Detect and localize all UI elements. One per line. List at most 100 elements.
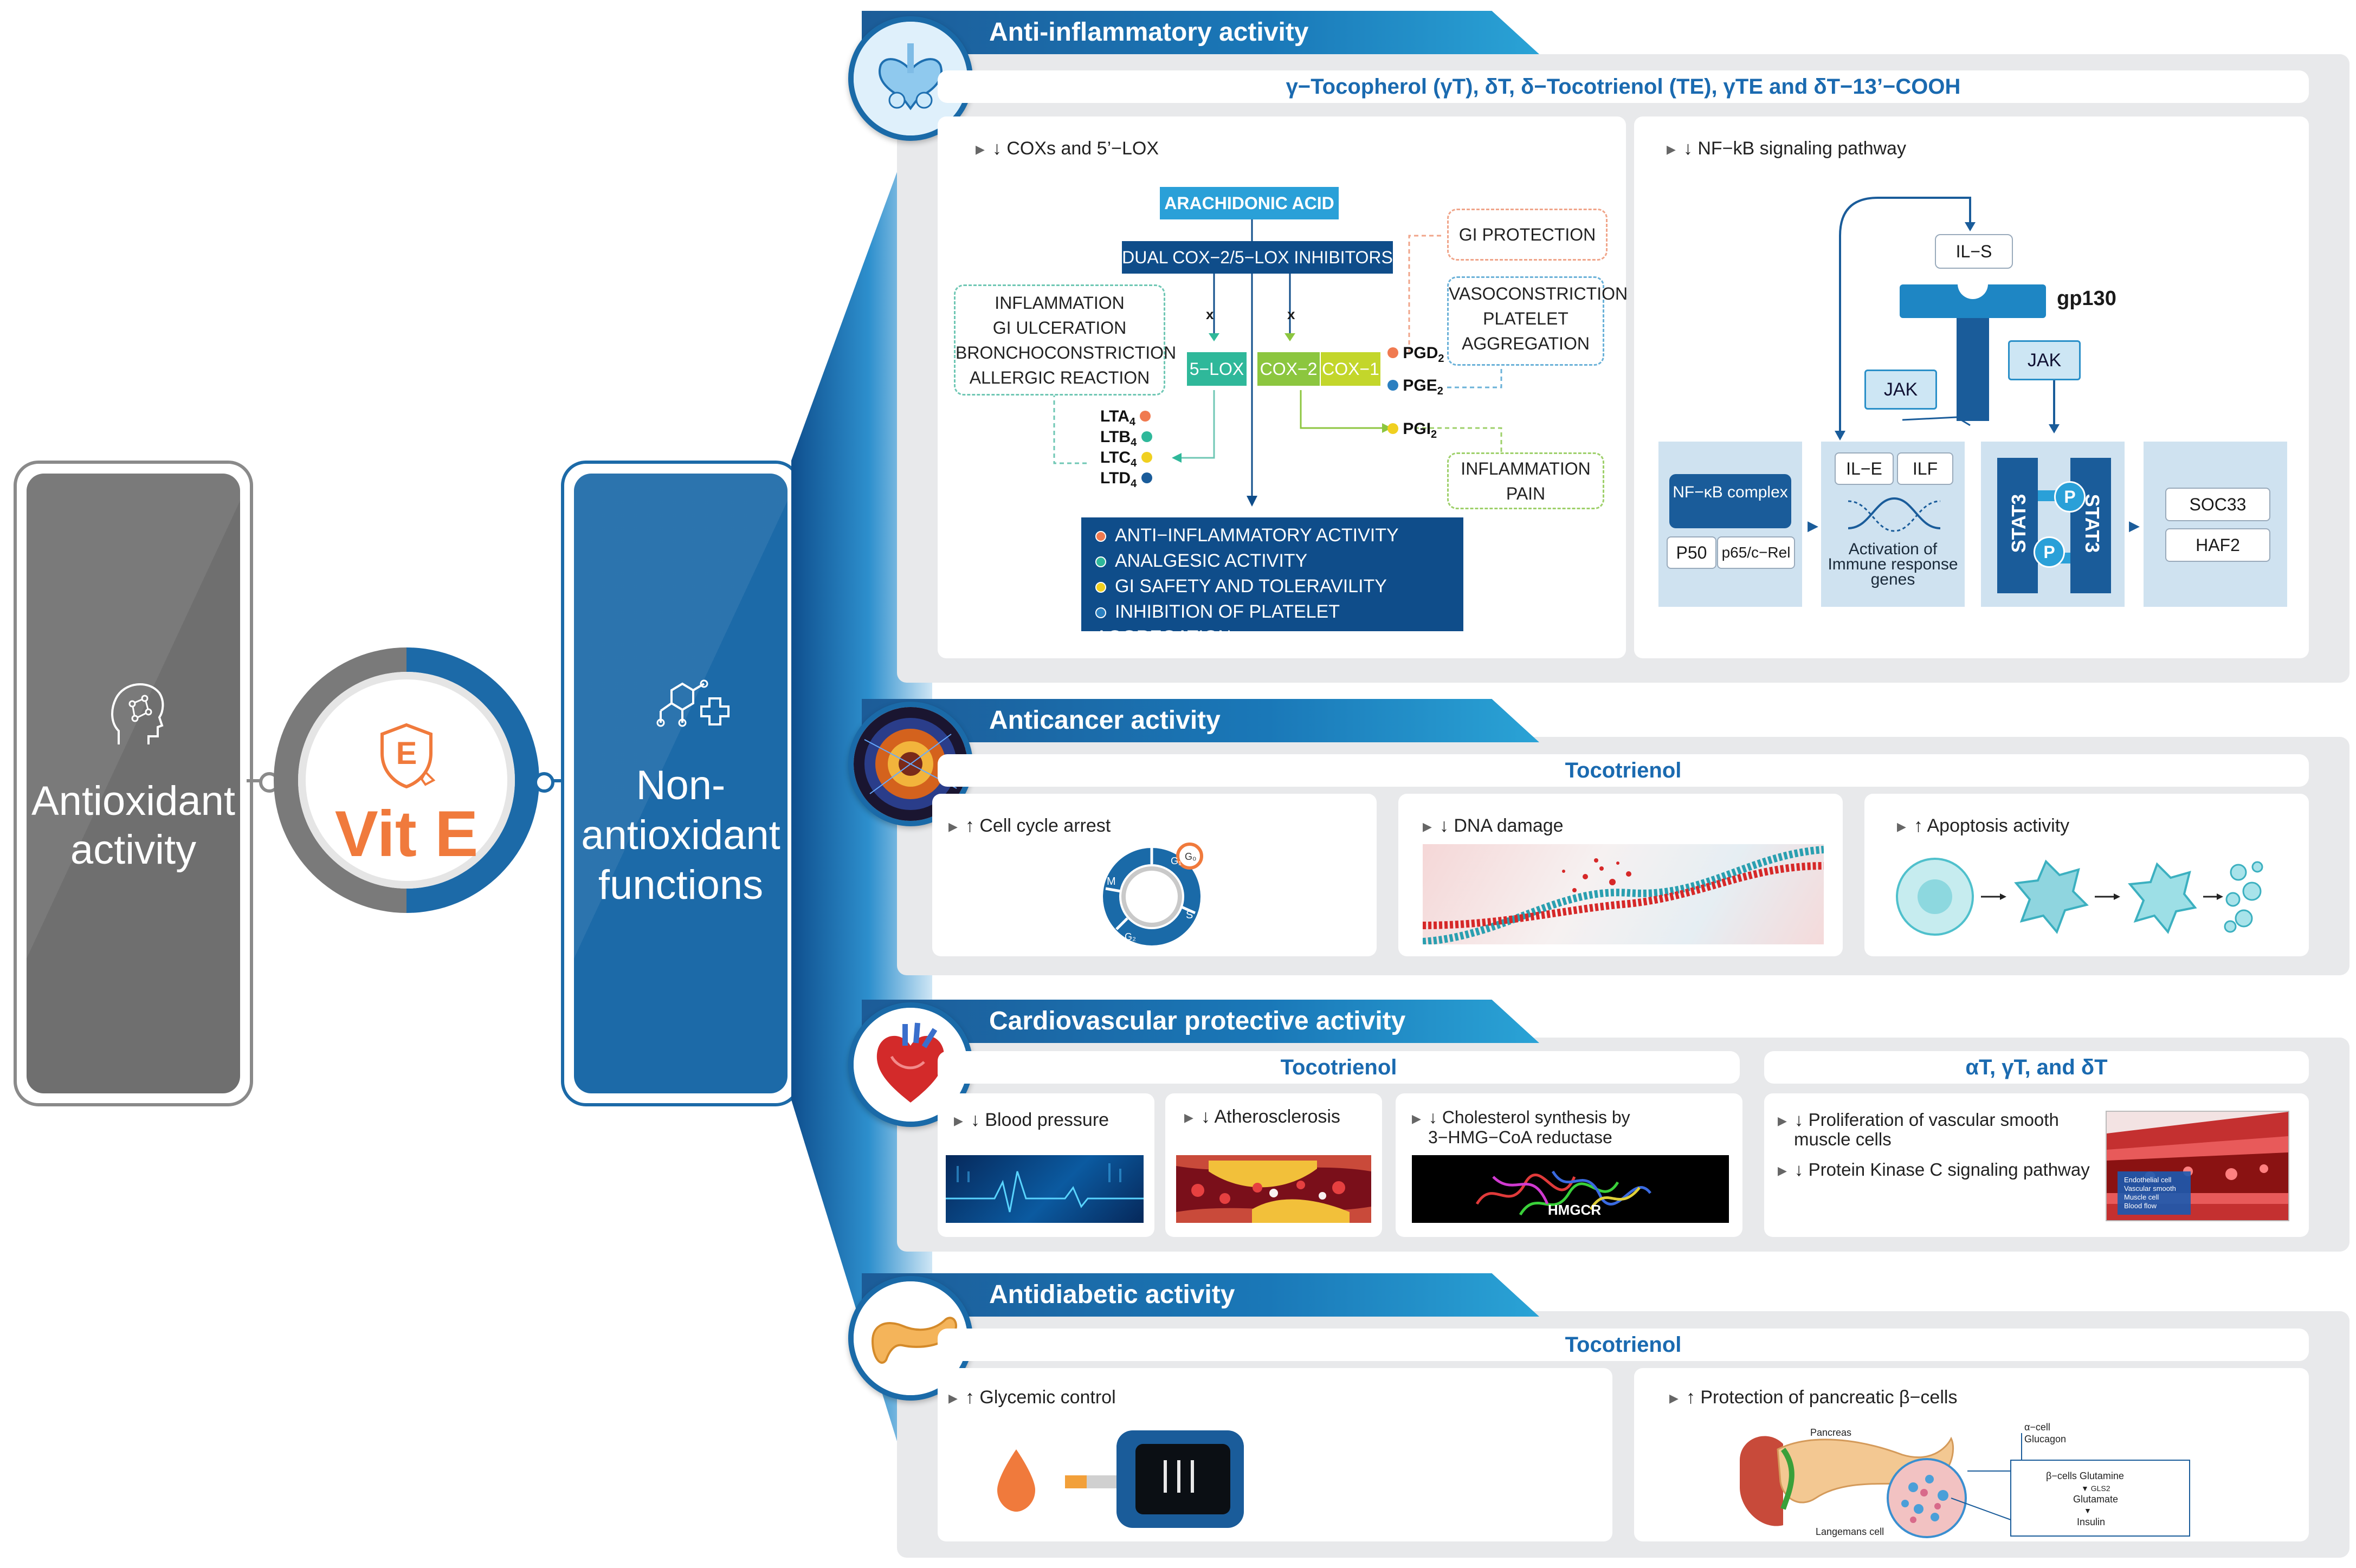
x-mark-lox: x — [1206, 306, 1214, 322]
hmgcr-image: HMGCR — [1412, 1155, 1729, 1223]
antioxidant-card-fill: Antioxidant activity — [27, 474, 240, 1093]
stat3-right: STAT3 — [2070, 458, 2111, 593]
phosphate-top: P — [2054, 481, 2086, 513]
triangle-bullet-icon: ▶ — [1669, 1391, 1679, 1405]
dual-inhibitors-tag: DUAL COX−2/5−LOX INHIBITORS — [1122, 241, 1393, 274]
vascular-label-2: ▶↓ Protein Kinase C signaling pathway — [1778, 1159, 2090, 1180]
triangle-bullet-icon: ▶ — [1778, 1114, 1787, 1128]
gls2-label: ▼ GLS2 — [2081, 1484, 2110, 1493]
antioxidant-card: Antioxidant activity — [14, 461, 253, 1106]
langerhans-label: Langemans cell — [1816, 1526, 1884, 1537]
nfkb-header: ▶ ↓ NF−kB signaling pathway — [1667, 138, 1906, 159]
phase-g0: G₀ — [1185, 851, 1196, 862]
hmgcr-label: HMGCR — [1548, 1202, 1601, 1218]
non-antioxidant-card: Non-antioxidant functions — [561, 461, 801, 1106]
vaso-line-2: PLATELET — [1483, 309, 1568, 328]
ils-box: IL−S — [1935, 234, 2013, 269]
pgd-label: PGD2 — [1387, 344, 1444, 365]
arrow-right-icon: ▶ — [1808, 517, 1818, 534]
vit-e-core: E Vit E — [298, 672, 515, 889]
cox-lox-arrows — [1053, 219, 1502, 507]
soc33-box: SOC33 — [2165, 488, 2270, 521]
triangle-bullet-icon: ▶ — [976, 142, 985, 157]
gi-protection-box: GI PROTECTION — [1447, 209, 1608, 261]
blood-pressure-label: ▶↓ Blood pressure — [954, 1110, 1109, 1130]
triangle-bullet-icon: ▶ — [1667, 142, 1676, 157]
protein-structure-icon: HMGCR — [1475, 1170, 1651, 1218]
haf2-box: HAF2 — [2165, 528, 2270, 562]
legend-endothelial: Endothelial cell — [2124, 1176, 2172, 1184]
legend-blood-flow: Blood flow — [2124, 1202, 2157, 1210]
molecule-plus-icon — [656, 679, 730, 727]
effect-allergic-reaction: ALLERGIC REACTION — [969, 368, 1150, 387]
triangle-bullet-icon: ▶ — [948, 1391, 958, 1405]
ltb-label: LTB4 — [1100, 428, 1152, 449]
cardio-title: Cardiovascular protective activity — [862, 1000, 1539, 1043]
anti-inflammatory-title: Anti-inflammatory activity — [862, 11, 1539, 54]
triangle-bullet-icon: ▶ — [1423, 820, 1432, 834]
anticancer-title: Anticancer activity — [862, 699, 1539, 742]
p50-box: P50 — [1667, 536, 1716, 569]
vasoconstriction-box: VASOCONSTRICTION PLATELET AGGREGATION — [1447, 276, 1628, 366]
gp130-receptor-stem — [1957, 318, 1989, 421]
pge-label: PGE2 — [1387, 377, 1443, 398]
non-antioxidant-label: Non-antioxidant functions — [581, 762, 780, 908]
lox-tag: 5−LOX — [1187, 352, 1247, 386]
inflammation-pain-box: INFLAMMATION PAIN — [1447, 452, 1604, 509]
glutamate-label: Glutamate — [2073, 1494, 2118, 1505]
antioxidant-label: Antioxidant activity — [31, 778, 236, 873]
pancreas-label: Pancreas — [1810, 1427, 1851, 1438]
phase-g2: G₂ — [1125, 931, 1136, 942]
apoptosis-diagram — [1896, 858, 2263, 936]
beta-glutamine-label: β−cells Glutamine — [2046, 1470, 2124, 1481]
beta-cell-label: ▶↑ Protection of pancreatic β−cells — [1669, 1387, 1958, 1408]
jak-left: JAK — [1864, 370, 1937, 410]
pancreas-diagram: Pancreas Langemans cell α−cell Glucagon … — [1740, 1422, 2190, 1538]
dna-damage-label: ▶↓ DNA damage — [1423, 815, 1564, 836]
legend-muscle-cell: Muscle cell — [2124, 1193, 2159, 1201]
ile-box: IL−E — [1835, 452, 1894, 485]
effect-inflammation: INFLAMMATION — [995, 293, 1125, 313]
x-mark-cox: x — [1287, 306, 1295, 322]
ecg-image — [946, 1155, 1144, 1223]
phase-m: M — [1107, 876, 1116, 887]
phosphate-bottom: P — [2034, 536, 2065, 568]
pain-line-2: PAIN — [1506, 484, 1546, 503]
p65-box: p65/c−Rel — [1717, 536, 1795, 569]
glucose-meter-icon — [997, 1430, 1244, 1528]
gene-wave-icon — [1848, 497, 1941, 532]
phase-s: S — [1186, 909, 1193, 921]
cox2-tag: COX−2 — [1257, 352, 1320, 386]
dna-image — [1423, 844, 1824, 944]
cardio-compound-left: Tocotrienol — [938, 1051, 1740, 1084]
connector-dot-right — [534, 772, 554, 793]
results-box: ANTI−INFLAMMATORY ACTIVITY ANALGESIC ACT… — [1081, 517, 1463, 647]
triangle-bullet-icon: ▶ — [1184, 1111, 1193, 1125]
dna-helix-icon — [1423, 846, 1824, 944]
arrow-down-icon: ▼ — [2084, 1506, 2092, 1515]
nfkb-header-text: ↓ NF−kB signaling pathway — [1683, 138, 1906, 159]
atherosclerosis-label: ▶↓ Atherosclerosis — [1184, 1106, 1340, 1127]
cell-cycle-diagram: G₁ G₀ S G₂ M — [1103, 843, 1203, 945]
pgi-label: PGI2 — [1387, 420, 1437, 441]
ltd-label: LTD4 — [1100, 469, 1152, 490]
vessel-image: Endothelial cell Vascular smooth Muscle … — [2106, 1111, 2289, 1221]
apoptosis-label: ▶↑ Apoptosis activity — [1897, 815, 2070, 836]
triangle-bullet-icon: ▶ — [948, 820, 958, 834]
vaso-line-1: VASOCONSTRICTION — [1449, 284, 1628, 303]
result-analgesic: ANALGESIC ACTIVITY — [1095, 548, 1449, 574]
result-platelet: INHIBITION OF PLATELET AGGREGATION — [1095, 601, 1340, 647]
antidiabetic-title: Antidiabetic activity — [862, 1273, 1539, 1317]
vaso-line-3: AGGREGATION — [1462, 334, 1590, 353]
shield-letter: E — [396, 736, 417, 771]
jak-right: JAK — [2008, 340, 2081, 380]
inflammation-effects-box: INFLAMMATION GI ULCERATION BRONCHOCONSTR… — [954, 284, 1177, 396]
cardio-compound-right: αT, γT, and δT — [1764, 1051, 2309, 1084]
stat3-left: STAT3 — [1997, 458, 2038, 593]
stat3-left-label: STAT3 — [2008, 494, 2030, 553]
effect-bronchoconstriction: BRONCHOCONSTRICTION — [956, 343, 1177, 362]
result-anti-inflammatory: ANTI−INFLAMMATORY ACTIVITY — [1095, 523, 1449, 548]
triangle-bullet-icon: ▶ — [1412, 1111, 1421, 1125]
stat3-right-label: STAT3 — [2081, 494, 2103, 553]
